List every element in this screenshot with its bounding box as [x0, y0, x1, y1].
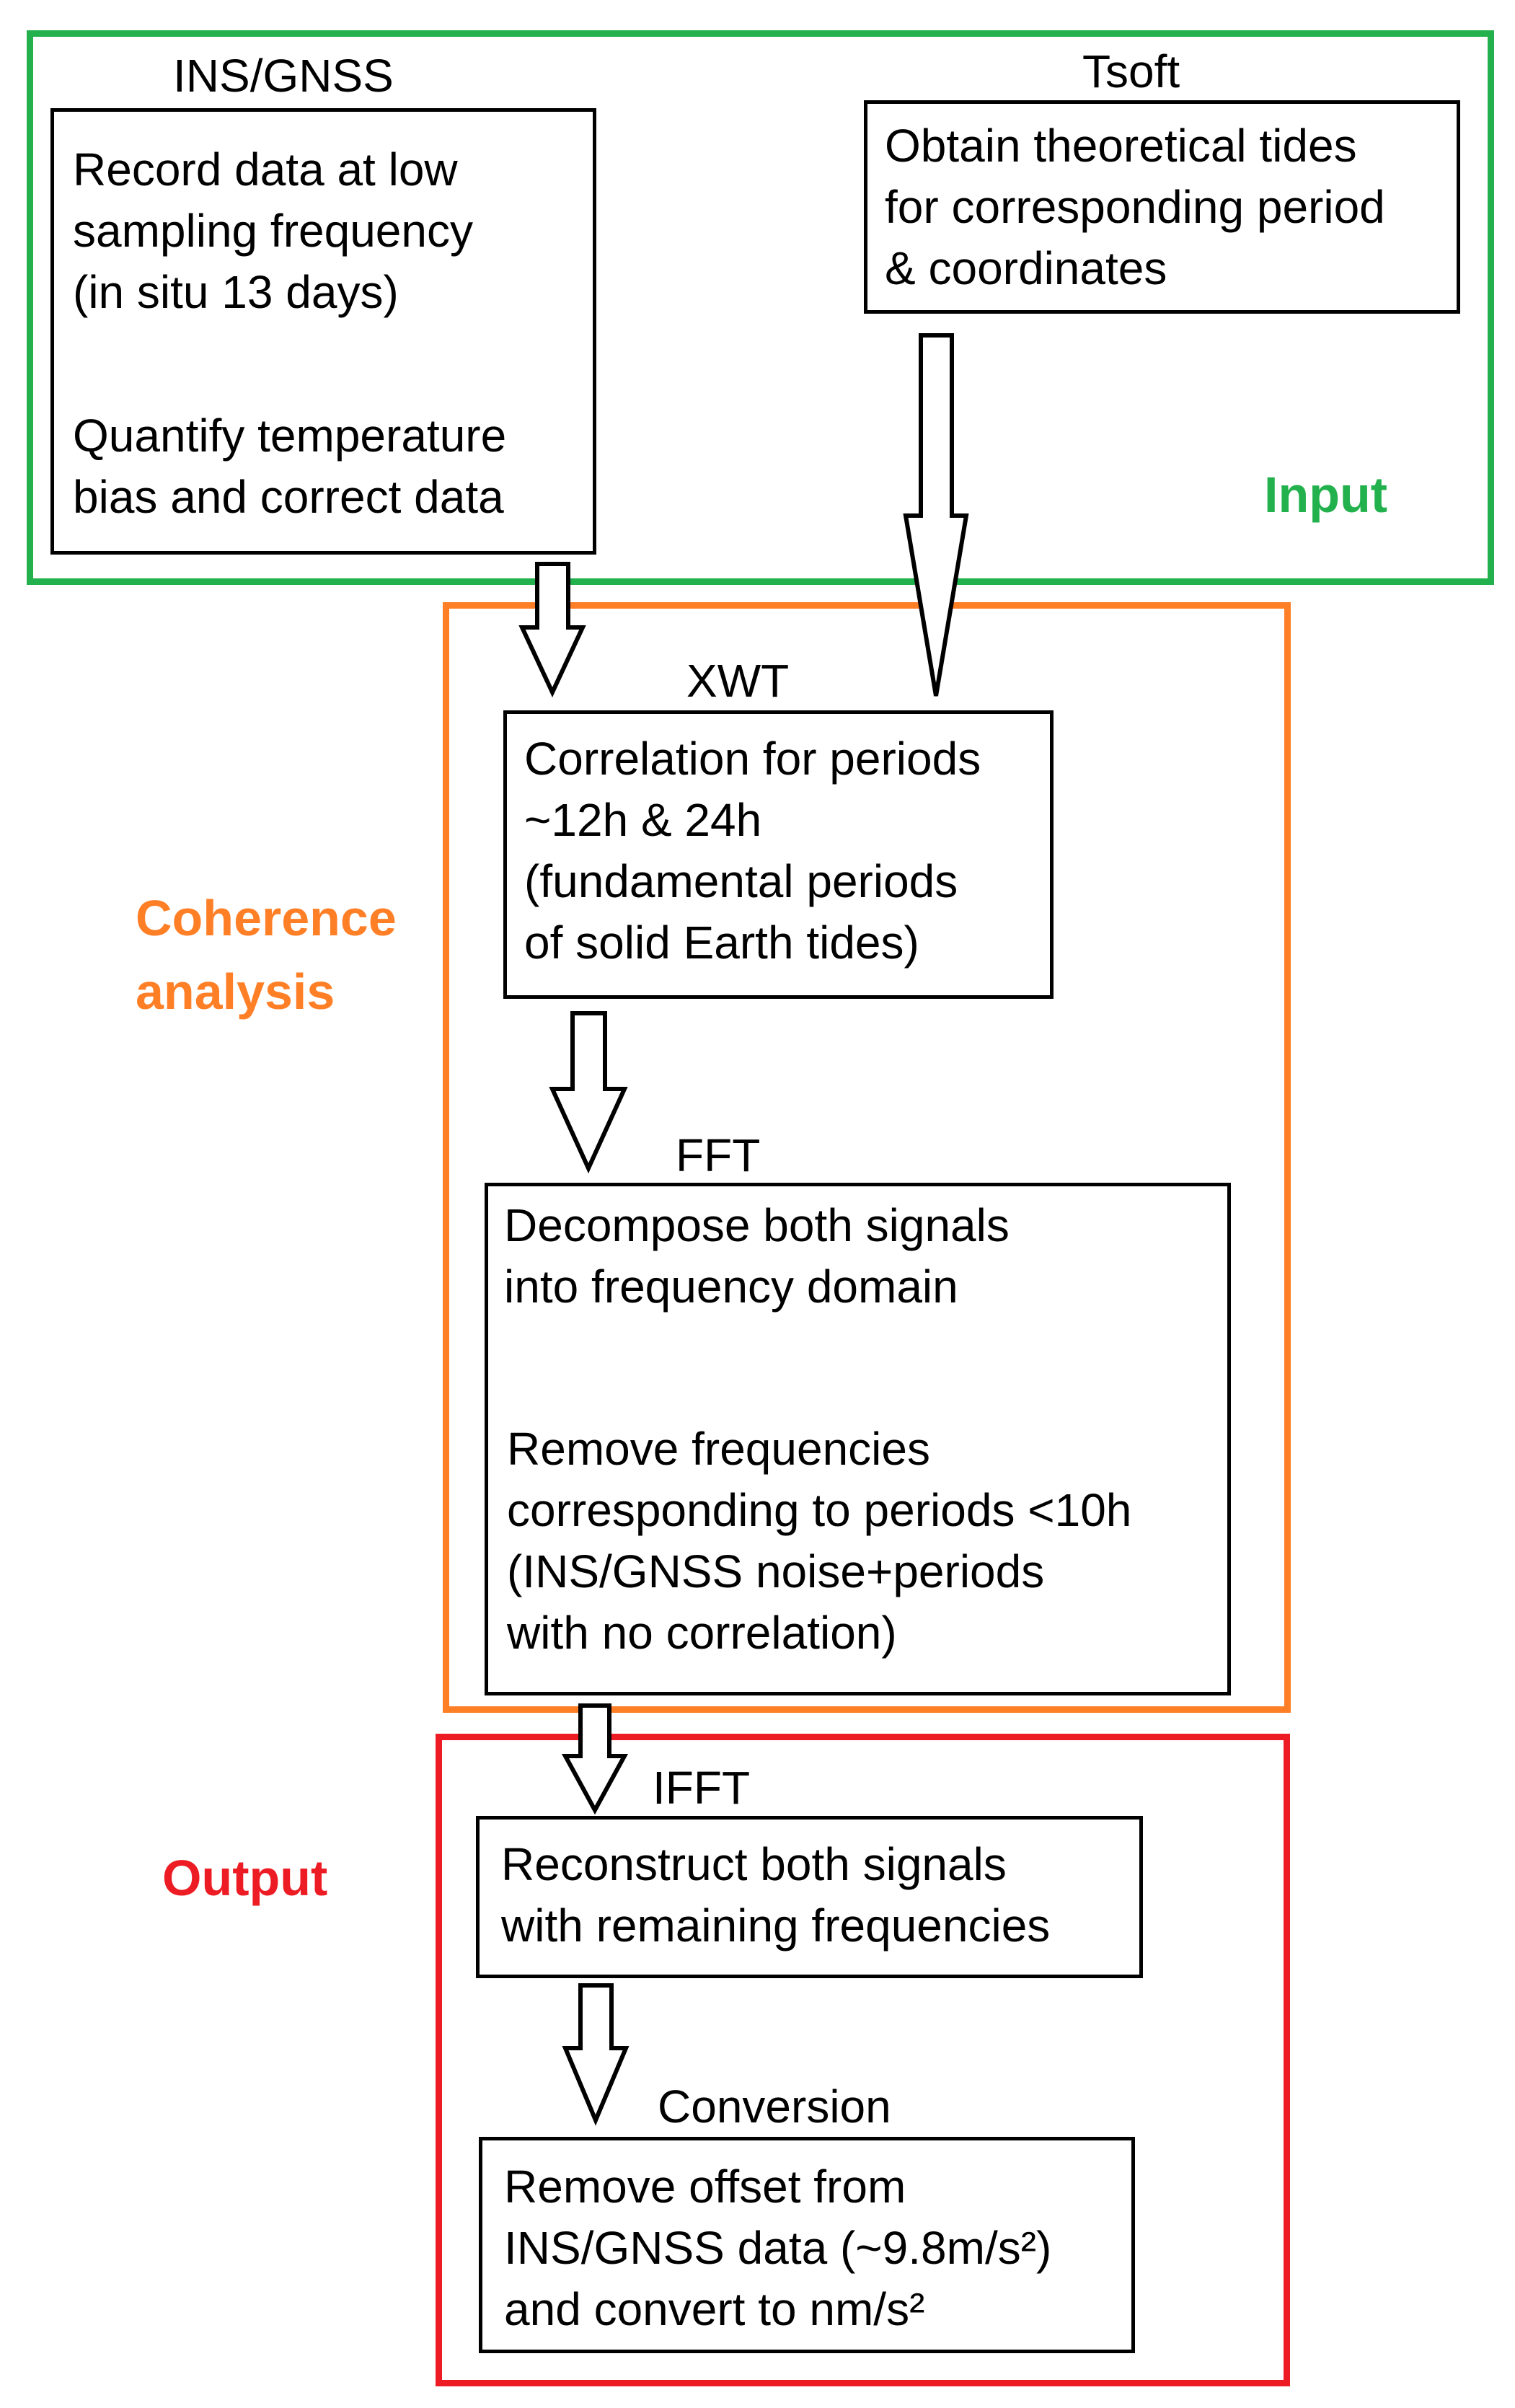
fft-box: Decompose both signals into frequency do… — [485, 1183, 1231, 1695]
fft-label: FFT — [676, 1129, 761, 1181]
input-group-frame — [27, 30, 1494, 585]
xwt-label: XWT — [686, 655, 790, 707]
ifft-box: Reconstruct both signals with remaining … — [476, 1816, 1143, 1978]
coherence-group-frame — [443, 602, 1291, 1713]
ifft-label: IFFT — [653, 1762, 751, 1814]
ifft-text: Reconstruct both signals with remaining … — [501, 1838, 1051, 1951]
fft-text-decompose: Decompose both signals into frequency do… — [504, 1199, 1010, 1313]
ins-gnss-text-record: Record data at low sampling frequency (i… — [73, 144, 473, 318]
tsoft-box: Obtain theoretical tides for correspondi… — [864, 100, 1460, 314]
output-group-label: Output — [162, 1850, 328, 1906]
tsoft-text: Obtain theoretical tides for correspondi… — [885, 120, 1385, 294]
output-group-frame — [436, 1734, 1290, 2386]
xwt-box: Correlation for periods ~12h & 24h (fund… — [503, 710, 1054, 999]
xwt-text: Correlation for periods ~12h & 24h (fund… — [524, 733, 981, 969]
fft-text-remove: Remove frequencies corresponding to peri… — [507, 1423, 1132, 1659]
coherence-group-label: Coherence analysis — [136, 890, 397, 1020]
ins-gnss-label: INS/GNSS — [173, 50, 394, 102]
tsoft-label: Tsoft — [1082, 45, 1180, 97]
conversion-label: Conversion — [658, 2081, 891, 2133]
ins-gnss-text-temperature: Quantify temperature bias and correct da… — [73, 410, 507, 523]
conversion-text: Remove offset from INS/GNSS data (~9.8m/… — [504, 2161, 1052, 2335]
conversion-box: Remove offset from INS/GNSS data (~9.8m/… — [479, 2137, 1135, 2353]
input-group-label: Input — [1264, 467, 1388, 523]
ins-gnss-box: Record data at low sampling frequency (i… — [50, 108, 596, 555]
